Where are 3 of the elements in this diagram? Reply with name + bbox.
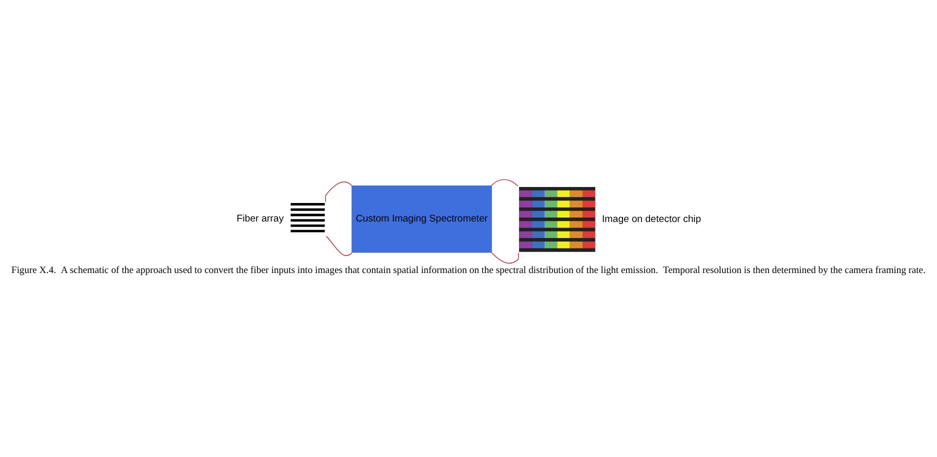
node-label: Fiber array — [236, 214, 284, 225]
caption: Figure X.4. A schematic of the approach used to convert the fiber inputs into images that contain spatial information on the spectral distribution of the light emission. Temporal resolution is then determined by the camera framing rate. — [11, 265, 926, 276]
node-label: Image on detector chip — [602, 214, 702, 225]
